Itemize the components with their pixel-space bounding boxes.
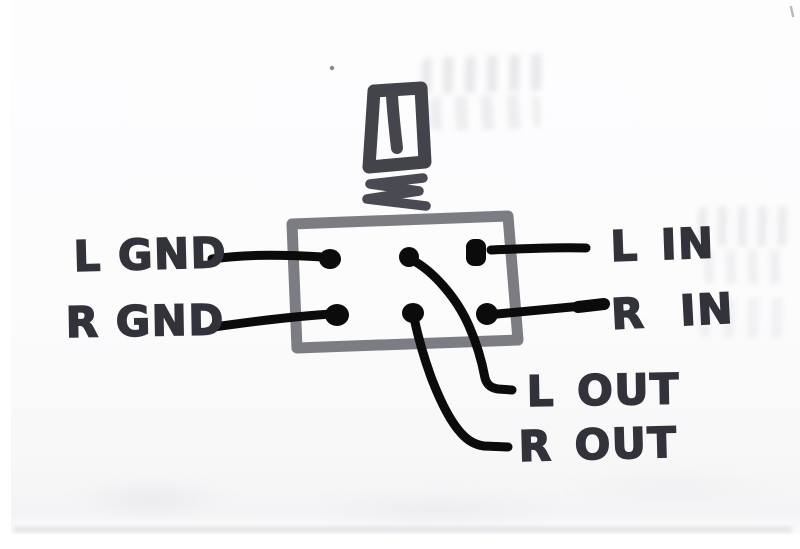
shaft-outline: [362, 81, 432, 174]
leader-l-gnd: [207, 250, 328, 264]
pot-body: [286, 210, 524, 354]
leader-r-out: [409, 313, 513, 452]
pot-shaft: [362, 81, 432, 174]
leader-lines: [207, 243, 610, 452]
label-l-in: L IN: [610, 218, 716, 271]
label-l-gnd: L GND: [73, 228, 228, 281]
pot-threads: [362, 173, 431, 211]
label-l-out: L OUT: [526, 364, 680, 416]
leader-l-out: [409, 256, 517, 395]
label-r-in: R IN: [610, 284, 735, 339]
label-r-gnd: R GND: [65, 295, 225, 347]
pin-r-in: [476, 303, 498, 325]
leader-l-in: [486, 243, 591, 255]
label-r-out: R OUT: [518, 418, 678, 471]
pin-labels: L GND R GND L IN R IN L OUT R OUT: [65, 218, 736, 472]
pot-pins: [319, 239, 498, 326]
ink-speck: [789, 5, 795, 18]
ink-speck: [329, 65, 335, 71]
shaft-flat-stroke: [386, 90, 403, 154]
leader-r-gnd: [209, 309, 336, 332]
pin-l-in: [466, 239, 486, 266]
leader-r-in: [492, 301, 587, 319]
leader-r-in-tip: [572, 298, 610, 313]
